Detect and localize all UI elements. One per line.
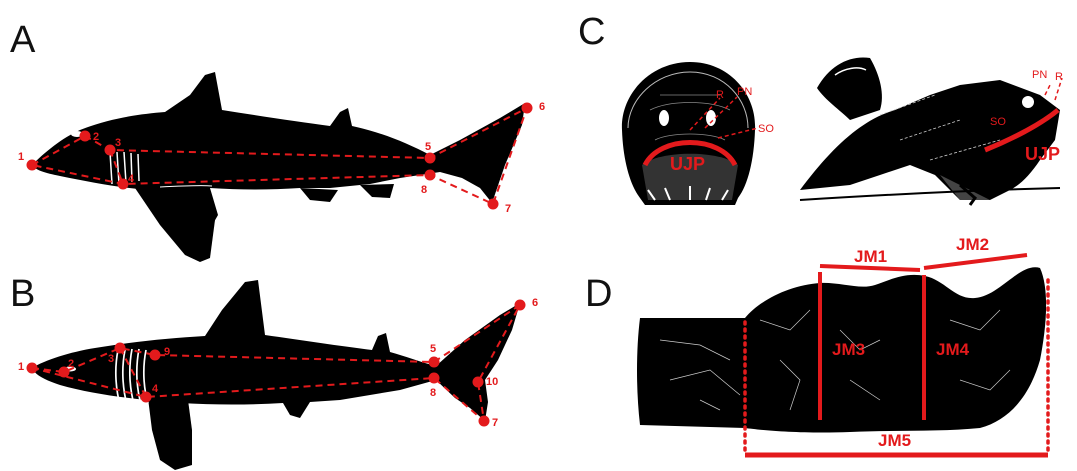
- label-pn-front: PN: [737, 86, 752, 98]
- landmark-a-1: 1: [18, 151, 24, 163]
- landmark-b-3: 3: [108, 353, 114, 365]
- landmark-b-7: 7: [492, 417, 498, 429]
- panel-letter-a: A: [10, 19, 36, 61]
- label-jm3: JM3: [832, 340, 865, 359]
- shark-silhouette-a: [32, 72, 525, 262]
- landmark-a-6: 6: [539, 101, 545, 113]
- landmark-b-1: 1: [18, 361, 24, 373]
- landmark-a-2: 2: [93, 131, 99, 143]
- landmark-b-4: 4: [152, 383, 159, 395]
- landmark-b-8: 8: [430, 387, 436, 399]
- landmark-a-5: 5: [425, 141, 431, 153]
- label-jm4: JM4: [936, 340, 970, 359]
- label-pn-side: PN: [1032, 69, 1047, 81]
- panel-letter-b: B: [10, 273, 35, 315]
- label-jm5: JM5: [878, 431, 911, 450]
- landmark-b-9: 9: [164, 346, 170, 358]
- label-ujp-front: UJP: [670, 154, 705, 174]
- label-jm1: JM1: [854, 247, 887, 266]
- landmark-a-4: 4: [128, 173, 135, 185]
- landmark-a-8: 8: [421, 184, 427, 196]
- landmark-b-2: 2: [68, 358, 74, 370]
- shark-silhouette-b: [32, 280, 520, 470]
- landmark-b-5: 5: [430, 343, 436, 355]
- panel-letter-d: D: [585, 273, 612, 315]
- label-r-front: R: [716, 89, 724, 101]
- landmark-a-7: 7: [505, 203, 511, 215]
- label-so-front: SO: [758, 123, 774, 135]
- label-ujp-side: UJP: [1025, 144, 1060, 164]
- panel-letter-c: C: [578, 11, 605, 53]
- label-jm2: JM2: [956, 235, 989, 254]
- label-r-side: R: [1055, 71, 1063, 83]
- label-so-side: SO: [990, 116, 1006, 128]
- landmark-a-3: 3: [115, 137, 121, 149]
- landmark-b-10: 10: [486, 376, 498, 388]
- landmark-b-6: 6: [532, 297, 538, 309]
